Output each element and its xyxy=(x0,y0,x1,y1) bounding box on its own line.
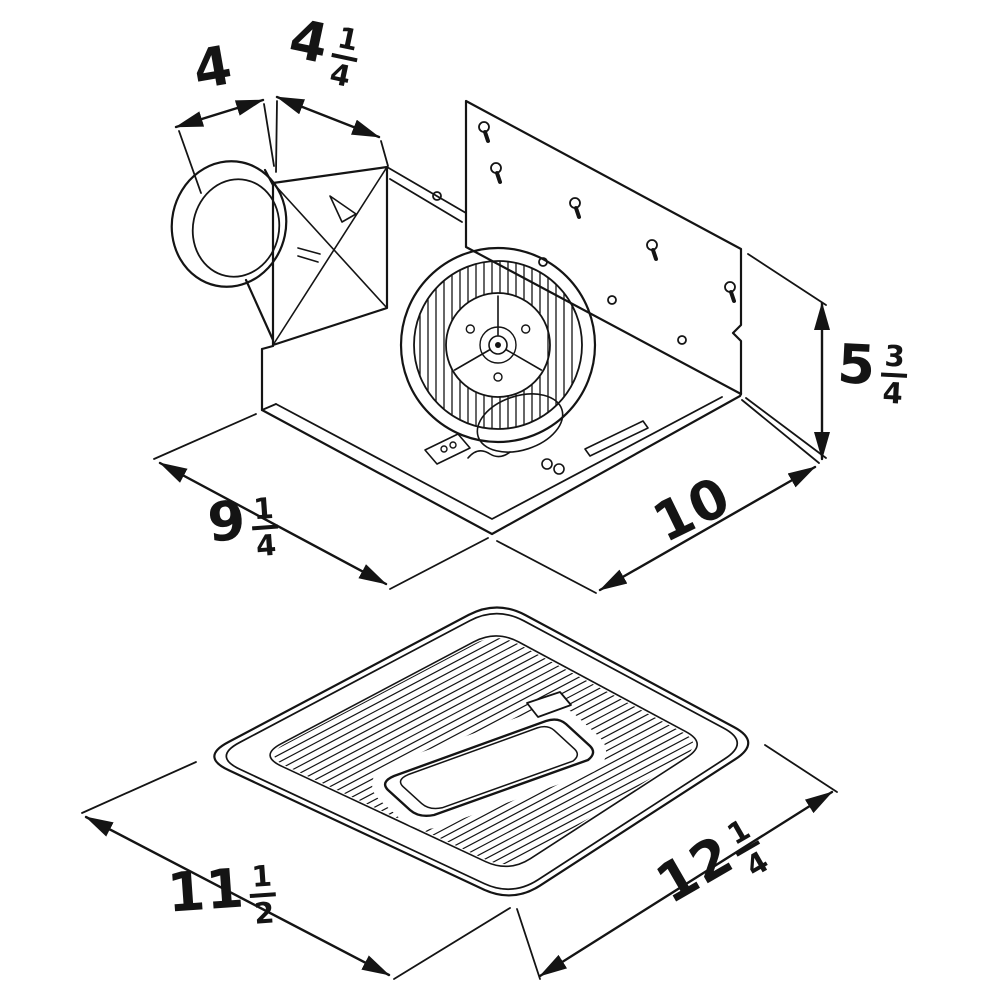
housing-body xyxy=(260,166,743,536)
dim-fraction: 1 4 xyxy=(249,491,280,563)
dim-grille-width-lines xyxy=(516,744,838,980)
dim-duct-projection-lines xyxy=(275,95,389,173)
dim-fraction: 1 2 xyxy=(247,859,279,931)
dim-housing-depth-label: 9 1 4 xyxy=(205,488,280,565)
dim-grille-depth-lines xyxy=(81,761,511,980)
dim-housing-width-lines xyxy=(496,399,820,594)
blower-wheel xyxy=(399,246,597,475)
dim-value: 9 xyxy=(205,488,249,555)
dim-housing-height-label: 5 3 4 xyxy=(835,332,909,411)
dim-fraction: 3 4 xyxy=(879,339,909,411)
dim-duct-diameter-lines xyxy=(174,98,275,194)
dim-housing-depth-lines xyxy=(153,413,489,590)
dimension-lines xyxy=(81,95,838,980)
dim-value: 11 xyxy=(165,856,247,925)
dim-housing-height-lines xyxy=(745,253,830,461)
dim-grille-depth-label: 11 1 2 xyxy=(165,856,279,934)
duct-assembly xyxy=(170,160,389,347)
keyhole-slots xyxy=(478,121,736,303)
dim-duct-projection-label: 4 1 4 xyxy=(282,7,364,94)
dim-value: 5 xyxy=(835,332,878,398)
grille-notch xyxy=(526,691,572,718)
blower-fins xyxy=(419,260,573,430)
mounting-flange xyxy=(432,99,743,396)
